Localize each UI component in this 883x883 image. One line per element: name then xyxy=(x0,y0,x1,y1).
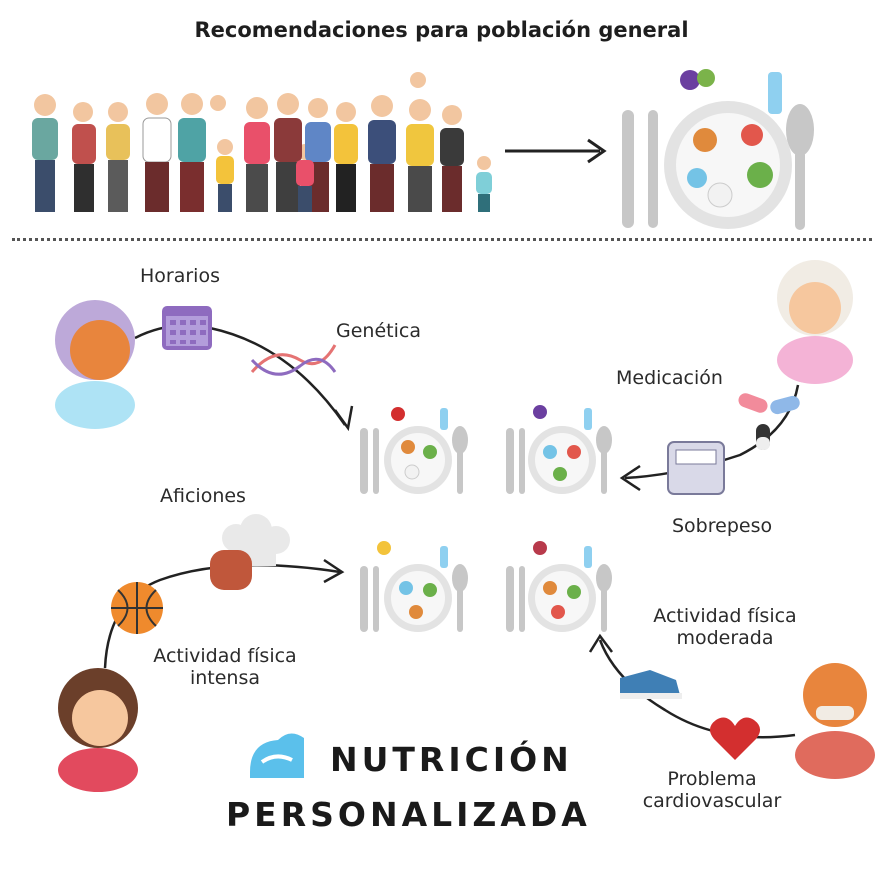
pill-capsule-icon xyxy=(756,424,770,450)
label-actividad-moderada: Actividad física moderada xyxy=(640,605,810,649)
label-actividad-intensa-line1: Actividad física xyxy=(153,645,297,667)
calendar-icon xyxy=(162,306,212,350)
label-actividad-intensa-line2: intensa xyxy=(189,667,261,689)
basketball-icon xyxy=(111,582,163,634)
avatar-elderly-woman xyxy=(777,260,853,384)
brand-title-line1: NUTRICIÓN xyxy=(330,740,573,779)
connector-bottom-left xyxy=(103,563,341,669)
brand-title-line2: PERSONALIZADA xyxy=(226,795,591,834)
plate-small-icon-1 xyxy=(360,407,468,494)
label-horarios: Horarios xyxy=(140,265,220,287)
label-cardio-line1: Problema xyxy=(667,768,757,790)
section-divider xyxy=(12,238,872,241)
plate-large-icon xyxy=(622,69,814,230)
label-medicacion: Medicación xyxy=(616,367,723,389)
plate-small-icon-2 xyxy=(506,405,612,494)
oven-mitt-icon xyxy=(210,550,252,590)
label-cardio-line2: cardiovascular xyxy=(642,790,782,812)
sneaker-icon xyxy=(620,670,682,699)
scale-icon xyxy=(667,441,725,495)
brand-logo-icon xyxy=(250,733,304,778)
avatar-brown-hair-woman xyxy=(58,668,138,792)
people-group xyxy=(32,72,492,212)
label-actividad-intensa: Actividad física intensa xyxy=(140,645,310,689)
label-actividad-moderada-line2: moderada xyxy=(676,627,774,649)
pills-icon xyxy=(738,393,800,415)
section-title: Recomendaciones para población general xyxy=(194,18,689,42)
label-aficiones: Aficiones xyxy=(160,485,246,507)
label-sobrepeso: Sobrepeso xyxy=(672,515,773,537)
plate-small-icon-3 xyxy=(360,541,468,632)
heart-icon xyxy=(709,717,761,760)
label-genetica: Genética xyxy=(336,320,421,342)
dna-icon xyxy=(250,344,337,376)
label-problema-cardiovascular: Problema cardiovascular xyxy=(622,768,802,812)
avatar-elderly-man xyxy=(795,663,875,779)
plate-small-icon-4 xyxy=(506,541,612,632)
avatar-woman-gray-hair xyxy=(55,300,135,429)
connector-top-right xyxy=(624,384,800,480)
label-actividad-moderada-line1: Actividad física xyxy=(653,605,797,627)
